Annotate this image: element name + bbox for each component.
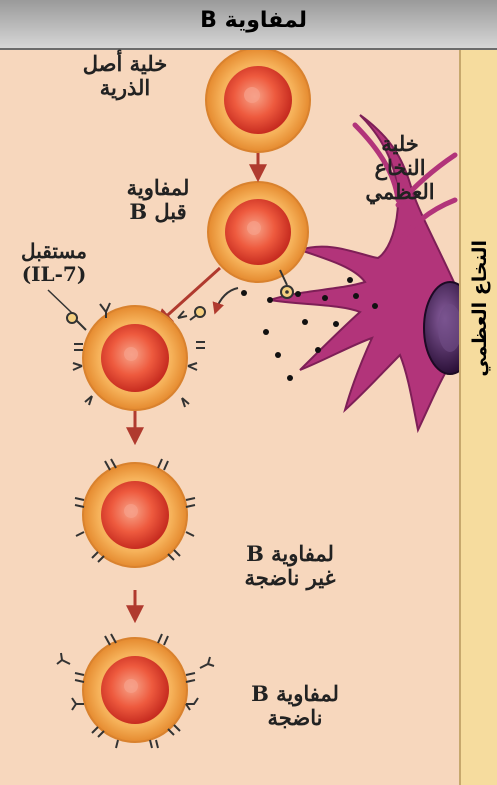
pre-b-cell xyxy=(208,182,308,298)
mature-b-cell xyxy=(57,634,214,748)
il7-receptor-label: مستقبل (IL-7) xyxy=(4,240,104,286)
bone-marrow-sidebar: النخاع العظمي xyxy=(459,50,497,785)
b-progenitor-cell xyxy=(48,290,205,410)
mature-b-cell-label: لمفاوية B ناضجة xyxy=(225,682,365,730)
marrow-cell-label: خلية النخاع العظمي xyxy=(345,132,455,204)
il7-binding-arrow xyxy=(216,288,238,310)
stem-cell xyxy=(206,50,310,152)
arrow-preb-to-progenitor xyxy=(160,268,220,322)
header-bar: لمفاوية B xyxy=(0,0,497,50)
immature-b-cell-label: لمفاوية B غير ناضجة xyxy=(215,542,365,590)
stem-cell-label: خلية أصل الذرية xyxy=(60,52,190,100)
bone-marrow-sidebar-label: النخاع العظمي xyxy=(469,240,491,377)
immature-b-cell xyxy=(75,459,195,567)
page-title: لمفاوية B xyxy=(200,8,307,33)
pre-b-cell-label: لمفاوية قبل B xyxy=(108,176,208,224)
